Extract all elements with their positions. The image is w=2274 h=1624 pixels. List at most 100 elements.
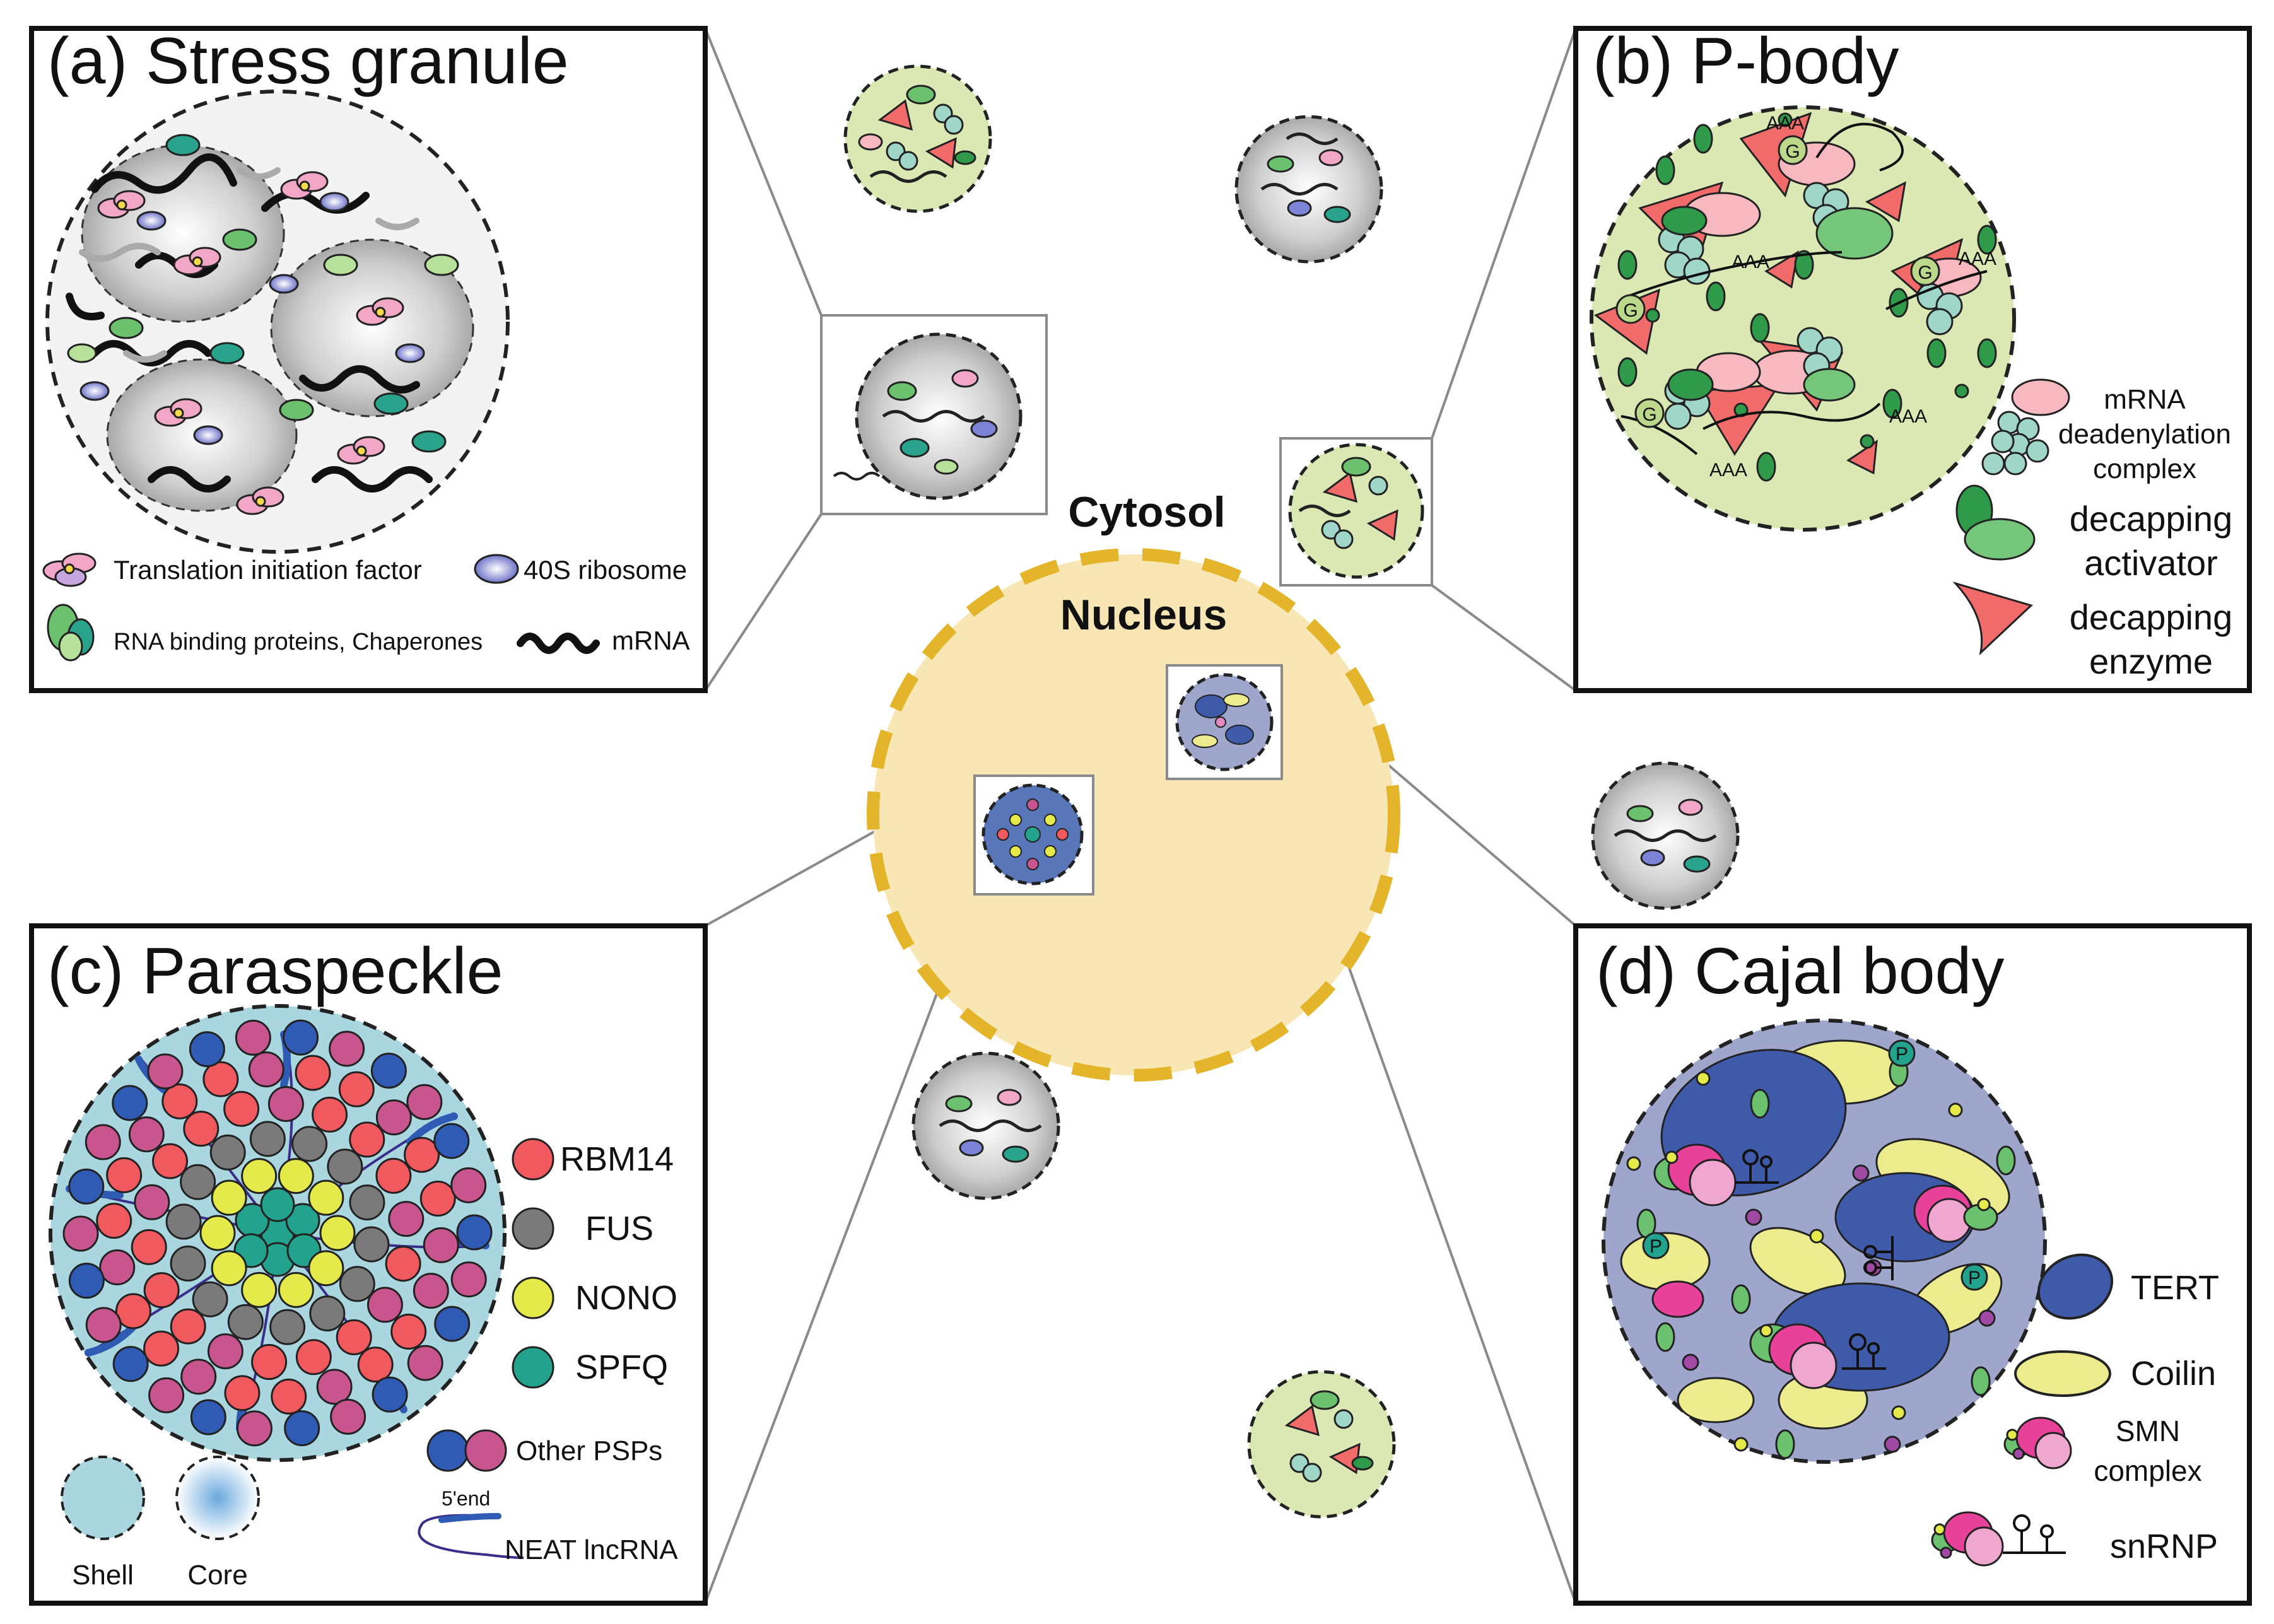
psp-protein — [165, 1203, 202, 1240]
stress-granule-illustration — [45, 90, 510, 554]
smn-snrnp-1 — [1653, 1143, 1737, 1206]
legend-decapping-enzyme-line2: enzyme — [2089, 641, 2213, 681]
inset-stress-granule — [820, 314, 1048, 515]
psp-protein — [235, 1019, 271, 1056]
svg-text:AAA: AAA — [1766, 113, 1804, 134]
psp-protein — [180, 1164, 216, 1200]
psp-protein — [183, 1111, 220, 1147]
psp-protein — [112, 1346, 149, 1382]
psp-protein — [308, 1179, 344, 1216]
svg-text:AAA: AAA — [1889, 406, 1927, 427]
psp-protein — [249, 1121, 286, 1157]
panel-a-title: (a) Stress granule — [47, 25, 569, 98]
psp-protein — [295, 1339, 332, 1376]
psp-protein — [189, 1031, 225, 1068]
psp-protein — [433, 1123, 470, 1159]
psp-protein — [134, 1184, 170, 1220]
legend-snrnp: snRNP — [2110, 1528, 2218, 1565]
psp-protein — [353, 1226, 390, 1263]
legend-deadenylation-line3: complex — [2093, 453, 2196, 484]
legend-decapping-activator-line1: decapping — [2070, 499, 2232, 539]
psp-protein — [68, 1168, 105, 1205]
psp-protein — [336, 1319, 372, 1355]
mini-stress-topcenter — [1234, 115, 1383, 264]
psp-protein — [224, 1375, 261, 1411]
panel-p-body: (b) P-body — [1573, 25, 2252, 693]
psp-protein — [131, 1229, 167, 1265]
legend-mrna: mRNA — [612, 626, 690, 655]
rbm14-icon — [512, 1138, 554, 1181]
smn-complex-icon — [2003, 1417, 2072, 1469]
psp-protein — [211, 1250, 247, 1287]
psp-protein — [227, 1304, 264, 1340]
rbp-chaperone-icon — [47, 604, 95, 662]
psp-protein — [295, 1054, 331, 1091]
psp-protein — [278, 1158, 314, 1195]
psp-protein — [423, 1227, 459, 1263]
psp-protein — [209, 1134, 246, 1171]
psp-protein — [251, 1344, 288, 1381]
mini-pbody-bottomright — [1247, 1370, 1396, 1519]
pbody-illustration: G G G G AAA AAA AAA AAA AAA — [1590, 105, 2016, 532]
legend-rbm14: RBM14 — [560, 1140, 674, 1178]
core-icon — [175, 1456, 260, 1540]
psp-protein — [248, 1051, 284, 1088]
panel-d-title: (d) Cajal body — [1596, 935, 2004, 1008]
sg-factor-cluster-6 — [337, 436, 385, 465]
psp-protein — [329, 1031, 365, 1067]
psp-protein — [338, 1071, 375, 1107]
psp-protein — [96, 1203, 132, 1239]
panel-b-legend: mRNA deadenylation complex decapping act… — [1952, 378, 2232, 681]
psp-protein — [339, 1266, 375, 1302]
psp-protein — [170, 1245, 206, 1282]
inset-pbody — [1279, 437, 1433, 587]
svg-text:P: P — [1650, 1236, 1662, 1257]
coilin-icon — [2014, 1350, 2111, 1397]
legend-40s-ribosome: 40S ribosome — [524, 555, 687, 585]
legend-smn-line1: SMN — [2116, 1415, 2180, 1447]
svg-text:G: G — [1642, 404, 1656, 425]
panel-c-title: (c) Paraspeckle — [47, 935, 503, 1008]
panel-cajal-body: (d) Cajal body — [1573, 923, 2252, 1606]
cytosol-label: Cytosol — [1068, 488, 1225, 536]
sg-factor-cluster-2 — [173, 247, 221, 276]
panel-stress-granule: (a) Stress granule — [29, 25, 708, 693]
legend-shell: Shell — [72, 1560, 134, 1591]
psp-protein — [170, 1308, 206, 1345]
psp-protein — [260, 1187, 295, 1222]
nucleus-label: Nucleus — [1060, 591, 1228, 639]
mini-pbody-topleft — [843, 64, 992, 213]
psp-protein — [330, 1398, 366, 1435]
mini-stress-bottomleft — [911, 1051, 1060, 1200]
psp-protein — [223, 1090, 260, 1127]
svg-text:AAA: AAA — [1959, 248, 1996, 269]
psp-protein — [271, 1378, 307, 1415]
psp-protein — [152, 1143, 189, 1179]
psp-protein — [388, 1201, 425, 1237]
psp-protein — [278, 1271, 314, 1308]
psp-protein — [312, 1096, 348, 1133]
psp-protein — [190, 1399, 226, 1435]
psp-protein — [375, 1099, 412, 1136]
psp-protein — [413, 1273, 449, 1309]
psp-protein — [269, 1309, 306, 1345]
decapping-enzyme-icon — [1952, 581, 2033, 656]
decapping-activator-icon — [1955, 484, 2036, 561]
inset-paraspeckle — [973, 774, 1094, 896]
legend-decapping-activator-line2: activator — [2084, 543, 2218, 583]
legend-5end: 5'end — [442, 1487, 490, 1510]
psp-protein — [241, 1271, 278, 1308]
psp-protein — [375, 1157, 412, 1194]
psp-protein — [349, 1121, 385, 1158]
smn-snrnp-3 — [1749, 1323, 1837, 1389]
neat-lncrna-icon — [418, 1513, 524, 1559]
paraspeckle-protein-rings — [62, 1019, 493, 1447]
psp-protein — [291, 1126, 328, 1162]
sg-factor-cluster-4 — [356, 297, 404, 326]
psp-protein — [419, 1180, 456, 1217]
psp-protein — [349, 1184, 385, 1221]
psp-protein — [357, 1347, 394, 1383]
psp-protein — [211, 1179, 247, 1216]
paraspeckle-illustration — [49, 1004, 507, 1462]
fus-icon — [512, 1207, 554, 1250]
